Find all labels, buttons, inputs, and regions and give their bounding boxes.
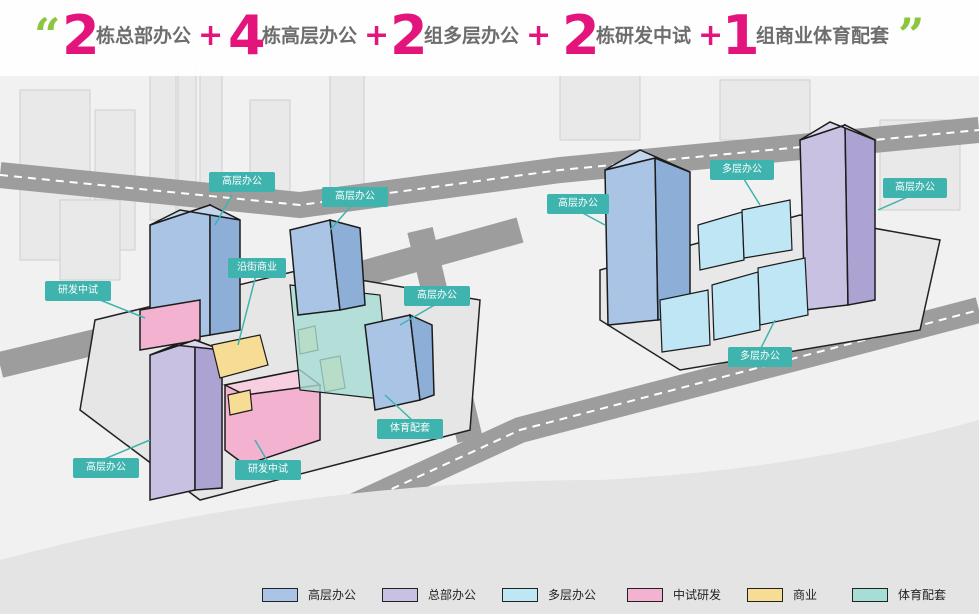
legend-label: 体育配套: [898, 588, 947, 602]
building-high-office-east-of-west: [364, 313, 435, 411]
headline-plus-4: +: [698, 18, 724, 53]
headline-count-high-office: 4: [228, 4, 266, 67]
legend-swatch: [627, 588, 663, 602]
legend-label: 商业: [793, 588, 818, 602]
road-edges: [0, 129, 979, 601]
label-high-office-1: 高层办公: [209, 172, 275, 192]
headline-text-mid-office: 组多层办公: [424, 25, 520, 47]
label-high-office-5: 高层办公: [547, 194, 609, 214]
label-street-retail: 沿街商业: [228, 258, 286, 278]
building-mid-office-east: [659, 199, 809, 353]
headline-text-hq: 栋总部办公: [96, 25, 192, 47]
headline-text-rd: 栋研发中试: [596, 25, 692, 47]
label-rd-1: 研发中试: [45, 281, 111, 301]
quote-close-mark: ”: [898, 8, 925, 62]
building-hq-west: [149, 338, 223, 501]
legend-swatch: [502, 588, 538, 602]
legend-label: 总部办公: [428, 588, 477, 602]
headline-plus-1: +: [198, 18, 224, 53]
legend-label: 中试研发: [673, 588, 722, 602]
legend-label: 多层办公: [548, 588, 597, 602]
legend-swatch: [382, 588, 418, 602]
legend: 高层办公 总部办公 多层办公 中试研发 商业 体育配套: [262, 585, 972, 607]
label-high-office-4: 高层办公: [73, 458, 139, 478]
building-high-office-east: [604, 149, 691, 326]
legend-swatch: [262, 588, 298, 602]
headline-count-hq: 2: [62, 4, 100, 67]
headline-text-retail-sports: 组商业体育配套: [756, 25, 890, 47]
headline-count-mid-office: 2: [390, 4, 428, 67]
building-rd-west: [139, 299, 201, 351]
headline-text-high-office: 栋高层办公: [262, 25, 358, 47]
headline-banner: “ 2 栋总部办公 + 4 栋高层办公 + 2 组多层办公 + 2 栋研发中试 …: [0, 0, 979, 76]
label-mid-office-2: 多层办公: [728, 347, 792, 367]
building-hq-east: [799, 121, 876, 311]
building-high-office-center: [289, 218, 366, 316]
label-high-office-2: 高层办公: [322, 187, 388, 207]
label-high-office-3: 高层办公: [404, 286, 470, 306]
headline-plus-2: +: [364, 18, 390, 53]
callout-lines: [94, 175, 913, 463]
label-rd-2: 研发中试: [235, 460, 301, 480]
headline-count-rd: 2: [562, 4, 600, 67]
waterfront: [0, 420, 979, 614]
legend-swatch: [747, 588, 783, 602]
headline-plus-3: +: [526, 18, 552, 53]
label-sports: 体育配套: [377, 419, 443, 439]
label-high-office-6: 高层办公: [883, 178, 947, 198]
quote-open-mark: “: [34, 8, 61, 62]
legend-swatch: [852, 588, 888, 602]
headline-count-retail-sports: 1: [722, 4, 760, 67]
label-mid-office-1: 多层办公: [710, 160, 774, 180]
legend-label: 高层办公: [308, 588, 357, 602]
